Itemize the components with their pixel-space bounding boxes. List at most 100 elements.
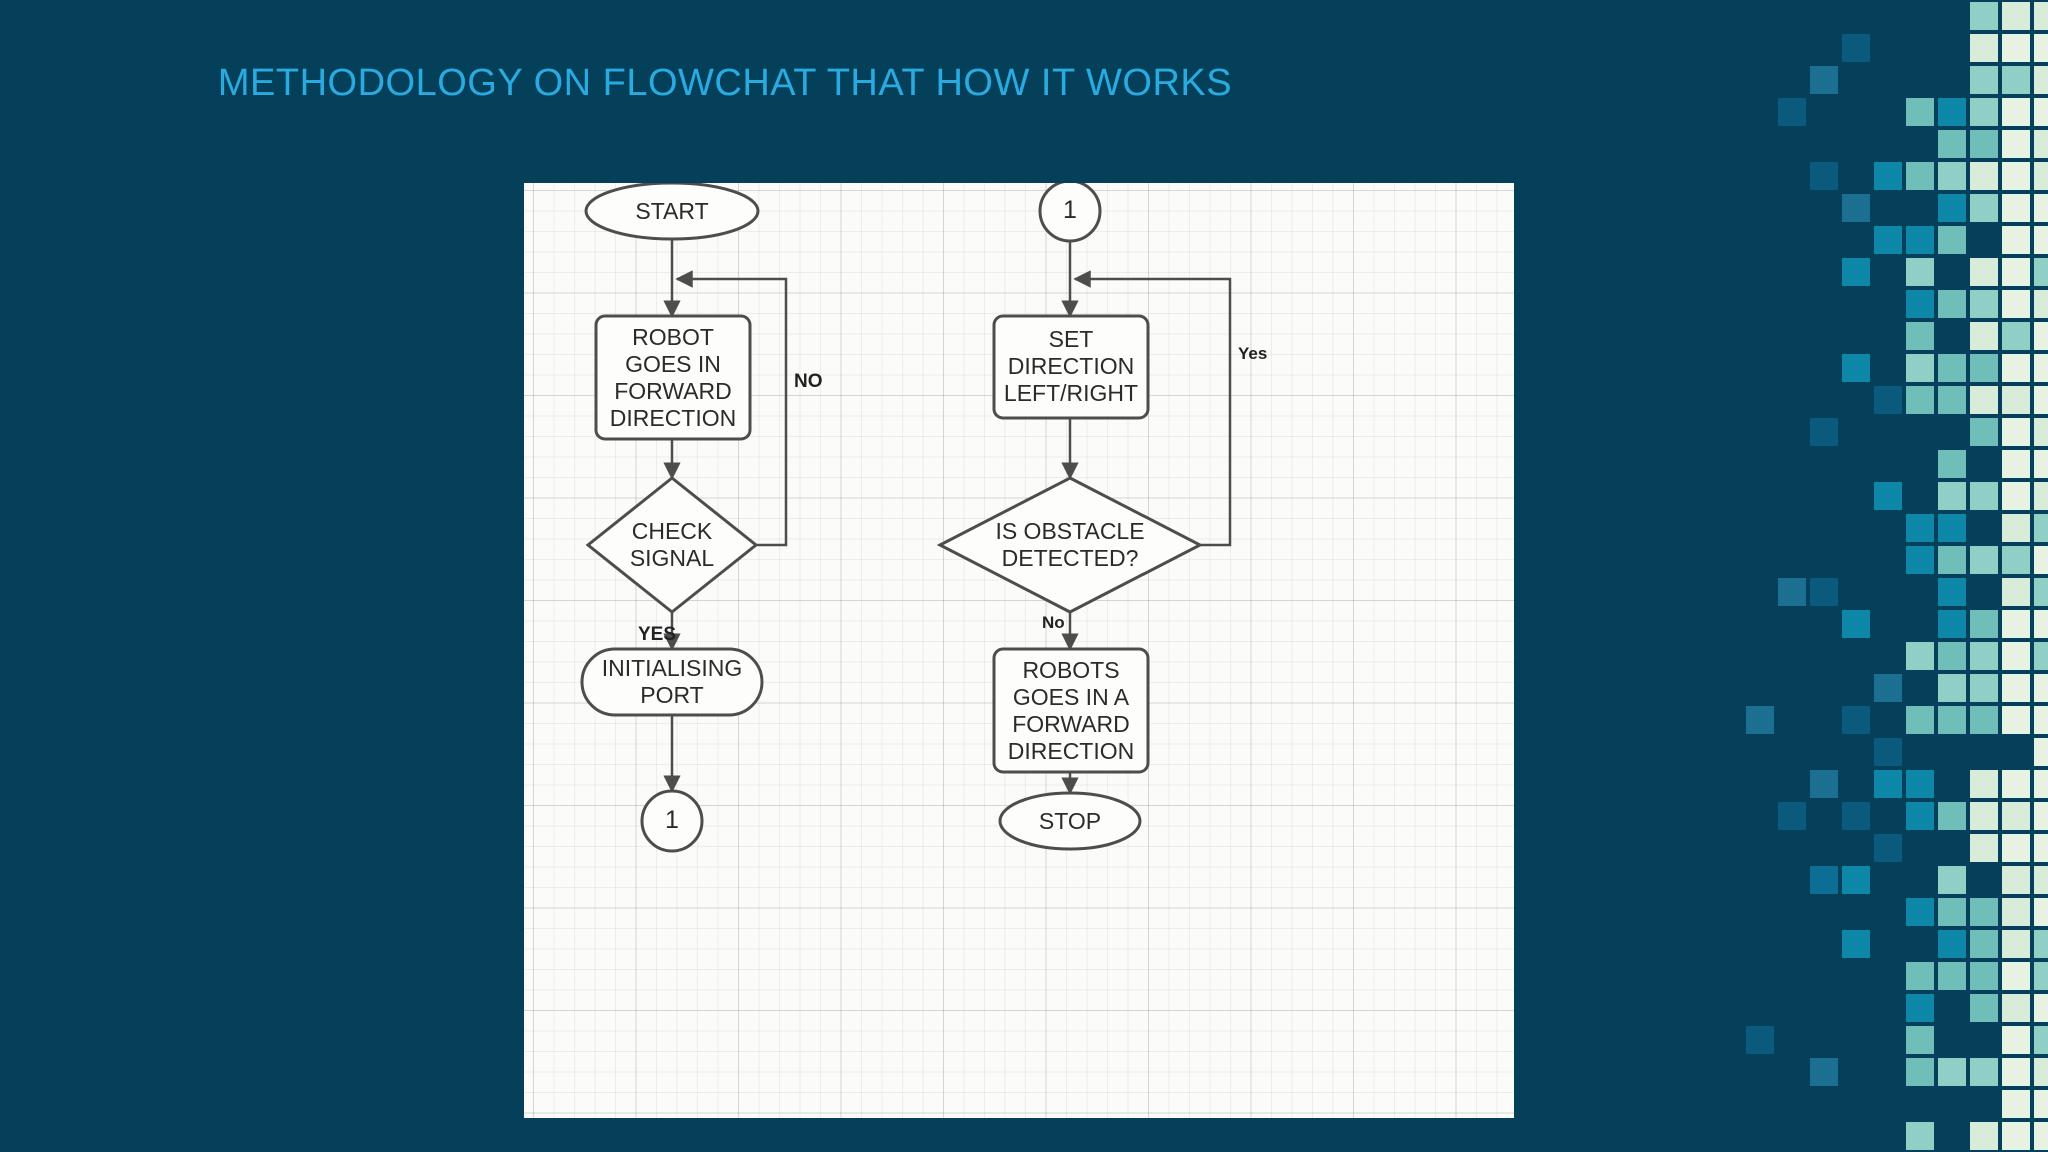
mosaic-tile [1906, 1058, 1934, 1086]
mosaic-tile [1874, 162, 1902, 190]
mosaic-tile [2002, 962, 2030, 990]
mosaic-tile [1970, 98, 1998, 126]
mosaic-tile [2034, 258, 2048, 286]
mosaic-tile [2034, 354, 2048, 382]
mosaic-tile [1970, 770, 1998, 798]
mosaic-tile [1810, 66, 1838, 94]
mosaic-tile [1906, 1026, 1934, 1054]
mosaic-tile [1970, 1058, 1998, 1086]
mosaic-tile [2002, 898, 2030, 926]
mosaic-tile [1842, 706, 1870, 734]
mosaic-tile [1938, 962, 1966, 990]
node-set-direction [992, 314, 1150, 420]
mosaic-tile [1938, 930, 1966, 958]
mosaic-tile [2034, 194, 2048, 222]
mosaic-tile [1906, 514, 1934, 542]
mosaic-tile [1842, 610, 1870, 638]
mosaic-tile [2034, 322, 2048, 350]
mosaic-tile [1938, 98, 1966, 126]
mosaic-tile [1874, 770, 1902, 798]
mosaic-tile [2002, 290, 2030, 318]
mosaic-tile [1970, 610, 1998, 638]
mosaic-tile [2002, 130, 2030, 158]
edge-check-no-loop [675, 270, 788, 547]
decorative-pixel-mosaic [1712, 0, 2048, 1152]
mosaic-tile [2002, 866, 2030, 894]
mosaic-tile [1906, 706, 1934, 734]
mosaic-tile [1938, 898, 1966, 926]
mosaic-tile [2034, 706, 2048, 734]
page-title: METHODOLOGY ON FLOWCHAT THAT HOW IT WORK… [217, 62, 1233, 104]
mosaic-tile [1938, 1058, 1966, 1086]
mosaic-tile [2034, 34, 2048, 62]
mosaic-tile [1970, 194, 1998, 222]
mosaic-tile [2034, 130, 2048, 158]
mosaic-tile [1938, 162, 1966, 190]
mosaic-tile [1970, 834, 1998, 862]
mosaic-tile [2002, 1058, 2030, 1086]
edge-obstacle-yes-loop [1073, 270, 1232, 547]
mosaic-tile [1778, 98, 1806, 126]
mosaic-tile [1970, 802, 1998, 830]
node-connector-1-out [640, 789, 704, 853]
mosaic-tile [2002, 98, 2030, 126]
mosaic-tile [1970, 642, 1998, 670]
mosaic-tile [1874, 226, 1902, 254]
mosaic-tile [1938, 610, 1966, 638]
node-robot-forward [594, 314, 752, 441]
mosaic-tile [1842, 866, 1870, 894]
mosaic-tile [2034, 450, 2048, 478]
mosaic-tile [2034, 1122, 2048, 1150]
flowchart-canvas: START ROBOT GOES IN FORWARD DIRECTION CH… [524, 183, 1514, 1118]
mosaic-tile [1970, 546, 1998, 574]
mosaic-tile [2034, 162, 2048, 190]
mosaic-tile [2002, 386, 2030, 414]
mosaic-tile [2002, 674, 2030, 702]
mosaic-tile [2002, 2, 2030, 30]
mosaic-tile [1874, 834, 1902, 862]
mosaic-tile [1778, 578, 1806, 606]
mosaic-tile [2034, 1058, 2048, 1086]
mosaic-tile [2002, 578, 2030, 606]
mosaic-tile [1906, 642, 1934, 670]
mosaic-tile [2002, 706, 2030, 734]
mosaic-tile [1906, 770, 1934, 798]
mosaic-tile [1970, 162, 1998, 190]
mosaic-tile [1970, 706, 1998, 734]
mosaic-tile [1970, 322, 1998, 350]
mosaic-tile [1938, 354, 1966, 382]
mosaic-tile [2034, 546, 2048, 574]
mosaic-tile [1970, 930, 1998, 958]
mosaic-tile [2002, 770, 2030, 798]
mosaic-tile [2034, 962, 2048, 990]
mosaic-tile [2034, 866, 2048, 894]
mosaic-tile [1842, 930, 1870, 958]
mosaic-tile [2002, 514, 2030, 542]
mosaic-tile [2002, 1122, 2030, 1150]
mosaic-tile [1970, 290, 1998, 318]
mosaic-tile [1906, 226, 1934, 254]
mosaic-tile [1938, 226, 1966, 254]
mosaic-tile [2002, 418, 2030, 446]
mosaic-tile [2002, 258, 2030, 286]
mosaic-tile [1906, 290, 1934, 318]
mosaic-tile [2034, 642, 2048, 670]
mosaic-tile [2034, 482, 2048, 510]
mosaic-tile [2034, 930, 2048, 958]
mosaic-tile [1874, 482, 1902, 510]
mosaic-tile [1970, 354, 1998, 382]
mosaic-tile [2034, 834, 2048, 862]
mosaic-tile [1906, 354, 1934, 382]
mosaic-tile [1746, 706, 1774, 734]
mosaic-tile [1970, 994, 1998, 1022]
node-start [584, 183, 760, 241]
flowchart-svg [580, 183, 1232, 853]
mosaic-tile [1810, 1058, 1838, 1086]
mosaic-tile [2034, 578, 2048, 606]
mosaic-tile [1970, 34, 1998, 62]
mosaic-tile [2002, 802, 2030, 830]
mosaic-tile [1842, 258, 1870, 286]
mosaic-tile [2034, 2, 2048, 30]
mosaic-tile [1970, 130, 1998, 158]
mosaic-tile [2034, 66, 2048, 94]
